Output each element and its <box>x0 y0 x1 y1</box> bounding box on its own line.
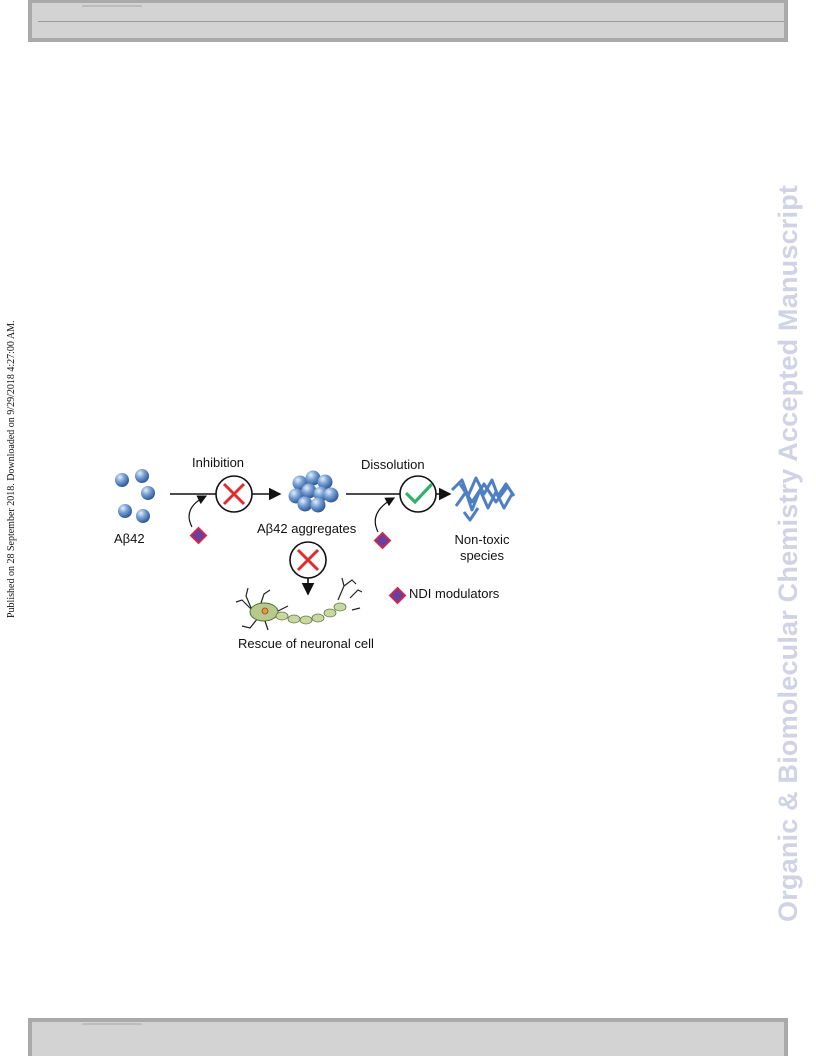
manuscript-watermark: Organic & Biomolecular Chemistry Accepte… <box>773 184 803 922</box>
monomer-sphere-icon <box>115 469 155 523</box>
dissolution-label: Dissolution <box>361 457 425 472</box>
header-bar-tick <box>82 5 142 7</box>
modulator-action-arrow-2 <box>374 497 396 533</box>
monomer-label: Aβ42 <box>114 531 145 546</box>
diamond-icon <box>388 586 407 605</box>
aggregate-cluster-icon <box>288 470 339 513</box>
non-toxic-label-line1: Non-toxic <box>454 532 510 547</box>
cross-icon <box>215 475 253 513</box>
diamond-icon <box>373 531 392 550</box>
header-bar-rule <box>38 21 784 22</box>
inhibition-label: Inhibition <box>192 455 245 470</box>
fibril-icon <box>450 476 516 522</box>
header-bar <box>28 0 788 42</box>
cross-icon <box>289 541 327 579</box>
footer-bar <box>28 1018 788 1056</box>
aggregates-label: Aβ42 aggregates <box>257 521 357 536</box>
rescue-label: Rescue of neuronal cell <box>238 636 374 651</box>
non-toxic-label: Non-toxic species <box>446 532 518 564</box>
graphical-abstract-figure: Aβ42 Inhibition Aβ42 aggregates Dissolut… <box>100 450 540 660</box>
non-toxic-label-line2: species <box>459 548 505 563</box>
legend-label: NDI modulators <box>409 586 500 601</box>
diamond-icon <box>189 526 208 545</box>
check-icon <box>399 475 437 513</box>
footer-bar-tick <box>82 1023 142 1025</box>
figure-graphic <box>115 469 516 631</box>
publication-note: Published on 28 September 2018. Download… <box>6 320 17 619</box>
modulator-action-arrow-1 <box>188 495 208 528</box>
neuron-icon <box>235 577 363 631</box>
